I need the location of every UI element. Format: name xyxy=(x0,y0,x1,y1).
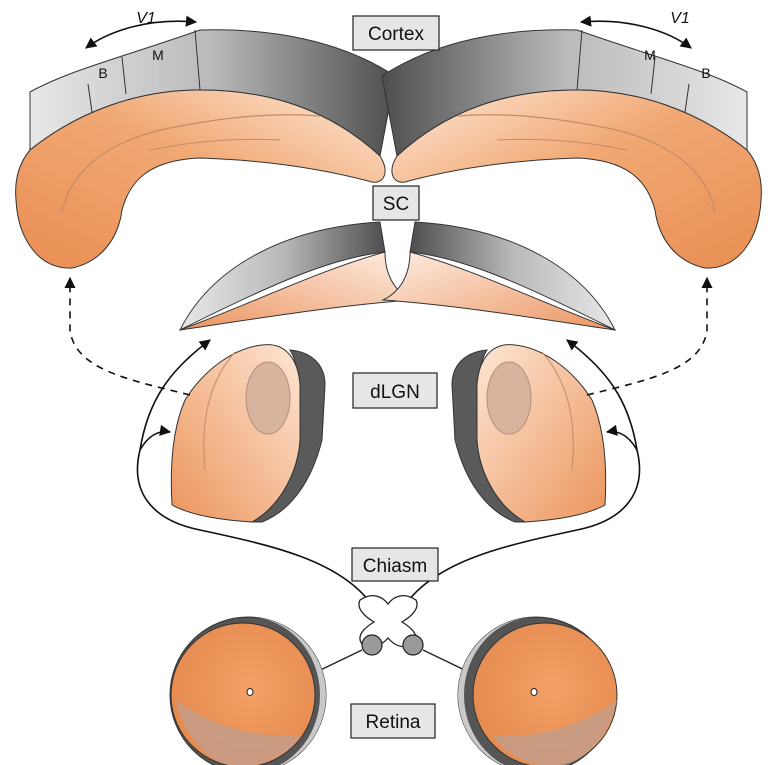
right-v1-label: V1 xyxy=(670,10,690,27)
svg-text:SC: SC xyxy=(383,194,409,215)
left-superior-colliculus xyxy=(180,222,412,330)
left-dlgn-to-cortex-projection xyxy=(70,278,190,395)
cortex-label: Cortex xyxy=(353,16,439,50)
left-optic-nerve xyxy=(362,635,382,655)
left-fovea xyxy=(247,689,253,696)
left-v1-label: V1 xyxy=(136,10,156,27)
left-tract-to-dlgn xyxy=(140,432,170,450)
sc-label: SC xyxy=(373,186,419,220)
left-dlgn xyxy=(171,345,325,522)
svg-text:dLGN: dLGN xyxy=(370,382,420,403)
left-m-label: M xyxy=(152,47,164,63)
dlgn-label: dLGN xyxy=(353,373,437,408)
right-superior-colliculus xyxy=(383,222,615,330)
right-b-label: B xyxy=(701,65,710,81)
chiasm-label: Chiasm xyxy=(352,548,438,581)
right-m-label: M xyxy=(644,47,656,63)
left-b-label: B xyxy=(98,65,107,81)
right-eye xyxy=(458,617,617,765)
svg-text:Chiasm: Chiasm xyxy=(363,556,427,577)
right-fovea xyxy=(531,689,537,696)
right-optic-nerve xyxy=(403,635,423,655)
svg-text:Cortex: Cortex xyxy=(368,24,424,45)
retina-label: Retina xyxy=(351,704,435,738)
right-tract-to-dlgn xyxy=(607,432,637,450)
left-eye xyxy=(170,617,326,765)
right-dlgn xyxy=(452,345,606,522)
svg-text:Retina: Retina xyxy=(366,712,421,733)
right-dlgn-to-cortex-projection xyxy=(587,278,707,395)
